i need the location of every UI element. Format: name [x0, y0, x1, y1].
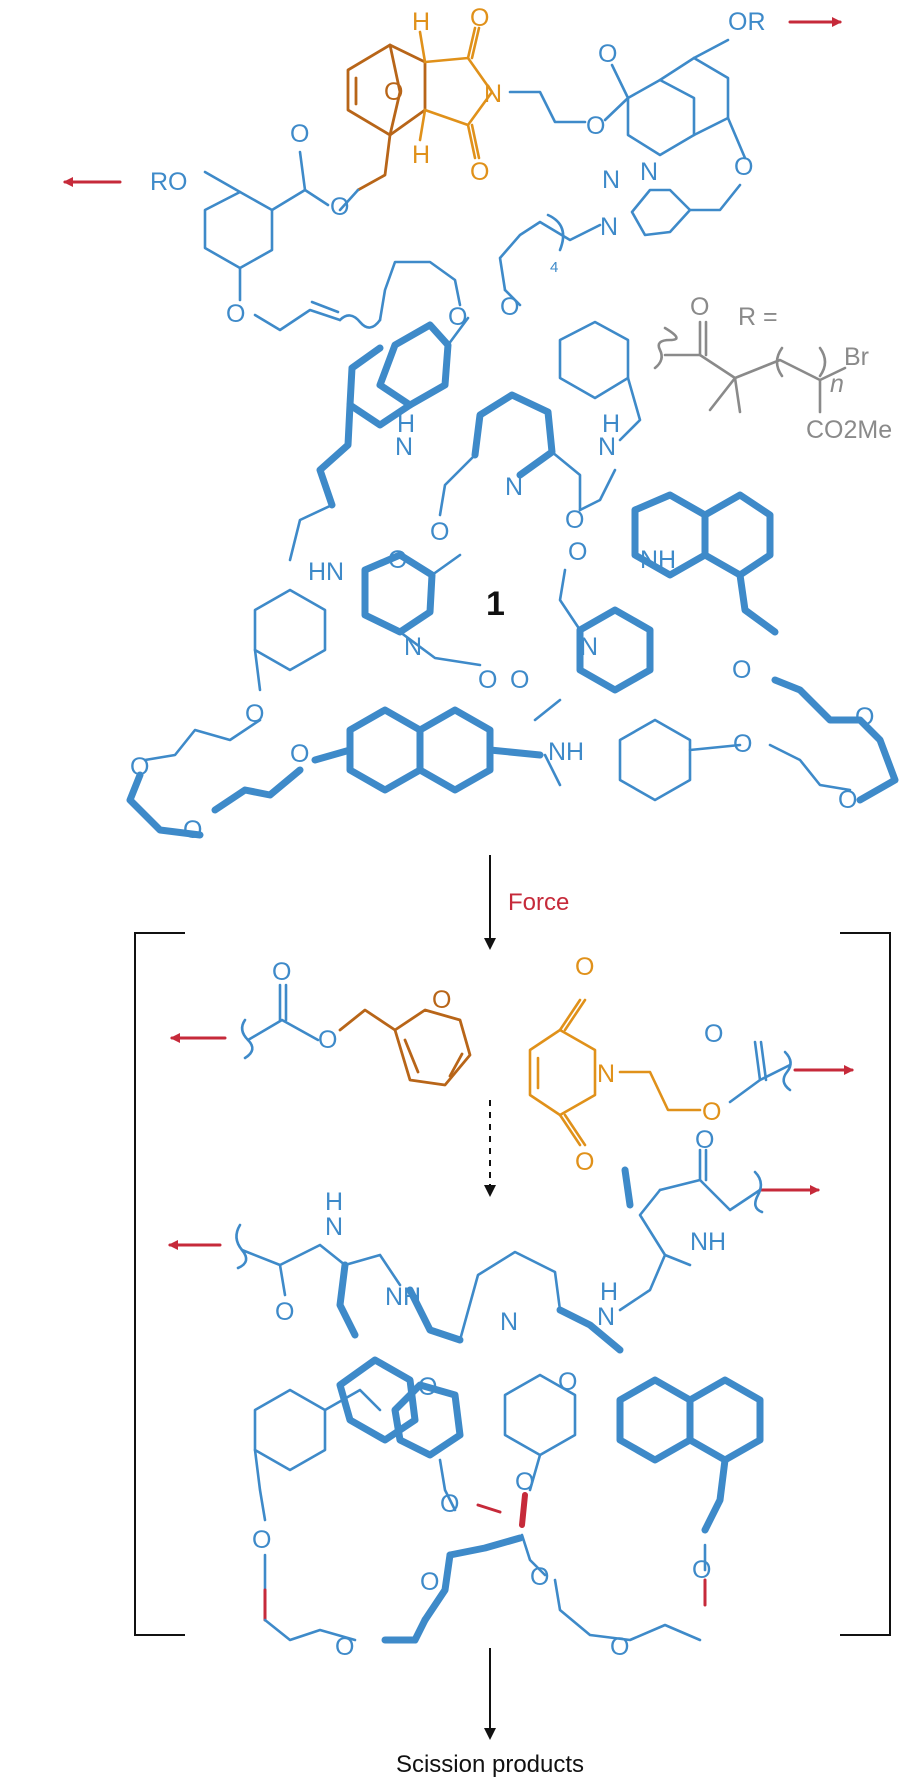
low-nh-top-left: N — [325, 1213, 343, 1241]
macro-ether-o-2: O — [130, 753, 149, 781]
aryl-oxygen-right: O — [734, 153, 753, 181]
low-carbonyl-o-mid: O — [418, 1373, 437, 1401]
triazole-nitrogen-2: N — [640, 158, 658, 186]
stretched-macrocycle — [168, 1148, 820, 1644]
maleimide-nitrogen: N — [597, 1060, 615, 1088]
macro-carbonyl-o-2: O — [565, 506, 584, 534]
macro-ether-o-4: O — [290, 740, 309, 768]
macro-h-2: H — [602, 410, 620, 438]
r-bromine: Br — [844, 343, 869, 371]
maleimide-ester-o: O — [702, 1098, 721, 1126]
macro-ether-o-1: O — [245, 700, 264, 728]
r-ester: CO2Me — [806, 416, 892, 444]
aryl-oxygen-left: O — [226, 300, 245, 328]
bracket-right — [840, 932, 891, 1636]
macro-ether-o-6: O — [855, 703, 874, 731]
macro-carbonyl-o-4: O — [568, 538, 587, 566]
macro-ether-o-5: O — [732, 656, 751, 684]
low-pyridine-n: N — [500, 1308, 518, 1336]
retro-da-products — [170, 983, 854, 1147]
macro-hn-left: HN — [308, 558, 344, 586]
macro-carbonyl-o-5: O — [478, 666, 497, 694]
macro-pyridine-n-top: N — [505, 473, 523, 501]
ester-oxygen-left: O — [330, 193, 349, 221]
low-ether-o-6: O — [335, 1633, 354, 1661]
low-h-mid-right: H — [600, 1278, 618, 1306]
carbonyl-oxygen-left: O — [290, 120, 309, 148]
olefin-ether-oxygen: O — [448, 303, 467, 331]
bridge-oxygen: O — [384, 78, 403, 106]
triazole-nitrogen-3: N — [600, 213, 618, 241]
compound-label: 1 — [486, 585, 505, 623]
bracket-left — [134, 932, 185, 1636]
macro-nh-2: N — [598, 433, 616, 461]
maleimide-o-top: O — [575, 953, 594, 981]
macro-h-1: H — [397, 410, 415, 438]
macro-pyridine-n-left: N — [404, 633, 422, 661]
low-nh-top-right: NH — [690, 1228, 726, 1256]
bridgehead-hydrogen-top: H — [412, 8, 430, 36]
macro-nh-right: NH — [640, 546, 676, 574]
low-nh-mid-right: N — [597, 1303, 615, 1331]
low-carbonyl-o-right: O — [558, 1368, 577, 1396]
imide-oxygen-bottom: O — [470, 158, 489, 186]
macro-carbonyl-o-1: O — [430, 518, 449, 546]
furan-ester-carbonyl-o: O — [272, 958, 291, 986]
low-ether-o-3: O — [515, 1468, 534, 1496]
maleimide-carbonyl-o: O — [704, 1020, 723, 1048]
carbonyl-oxygen-right: O — [598, 40, 617, 68]
furan-ester-o: O — [318, 1026, 337, 1054]
low-ether-o-7: O — [610, 1633, 629, 1661]
macro-nh-1: N — [395, 433, 413, 461]
macro-carbonyl-o-6: O — [510, 666, 529, 694]
macro-nh-bottom: NH — [548, 738, 584, 766]
aryl-ether-left: RO — [150, 168, 188, 196]
macro-carbonyl-o-3: O — [388, 546, 407, 574]
aryl-oxygen-mid-right: O — [500, 293, 519, 321]
macrocycle-1 — [126, 316, 899, 839]
imide-nitrogen: N — [484, 80, 502, 108]
low-ether-o-2: O — [440, 1490, 459, 1518]
low-carbonyl-o-left: O — [275, 1298, 294, 1326]
low-ether-o-1: O — [252, 1526, 271, 1554]
macro-ether-o-8: O — [733, 730, 752, 758]
low-h-top-left: H — [325, 1188, 343, 1216]
bridgehead-hydrogen-bottom: H — [412, 141, 430, 169]
low-ether-o-4: O — [420, 1568, 439, 1596]
r-repeat-n: n — [830, 370, 844, 398]
macro-ether-o-3: O — [183, 816, 202, 844]
imide-oxygen-top: O — [470, 4, 489, 32]
low-nh-mid-left: NH — [385, 1283, 421, 1311]
aryl-ether-right: OR — [728, 8, 766, 36]
maleimide-o-bottom: O — [575, 1148, 594, 1176]
r-equals-label: R = — [738, 303, 778, 331]
r-group-definition — [653, 320, 847, 414]
low-carbonyl-o-top-right: O — [695, 1126, 714, 1154]
macro-ether-o-7: O — [838, 786, 857, 814]
low-ether-o-5: O — [530, 1563, 549, 1591]
low-ether-o-8: O — [692, 1556, 711, 1584]
r-carbonyl-oxygen: O — [690, 293, 709, 321]
triazole-nitrogen-1: N — [602, 166, 620, 194]
force-label: Force — [508, 889, 569, 916]
linker-count: 4 — [550, 259, 558, 276]
ester-oxygen-right: O — [586, 112, 605, 140]
furan-oxygen: O — [432, 986, 451, 1014]
scission-label: Scission products — [396, 1751, 584, 1778]
macro-pyridine-n-right: N — [580, 633, 598, 661]
diels-alder-adduct — [346, 26, 494, 192]
